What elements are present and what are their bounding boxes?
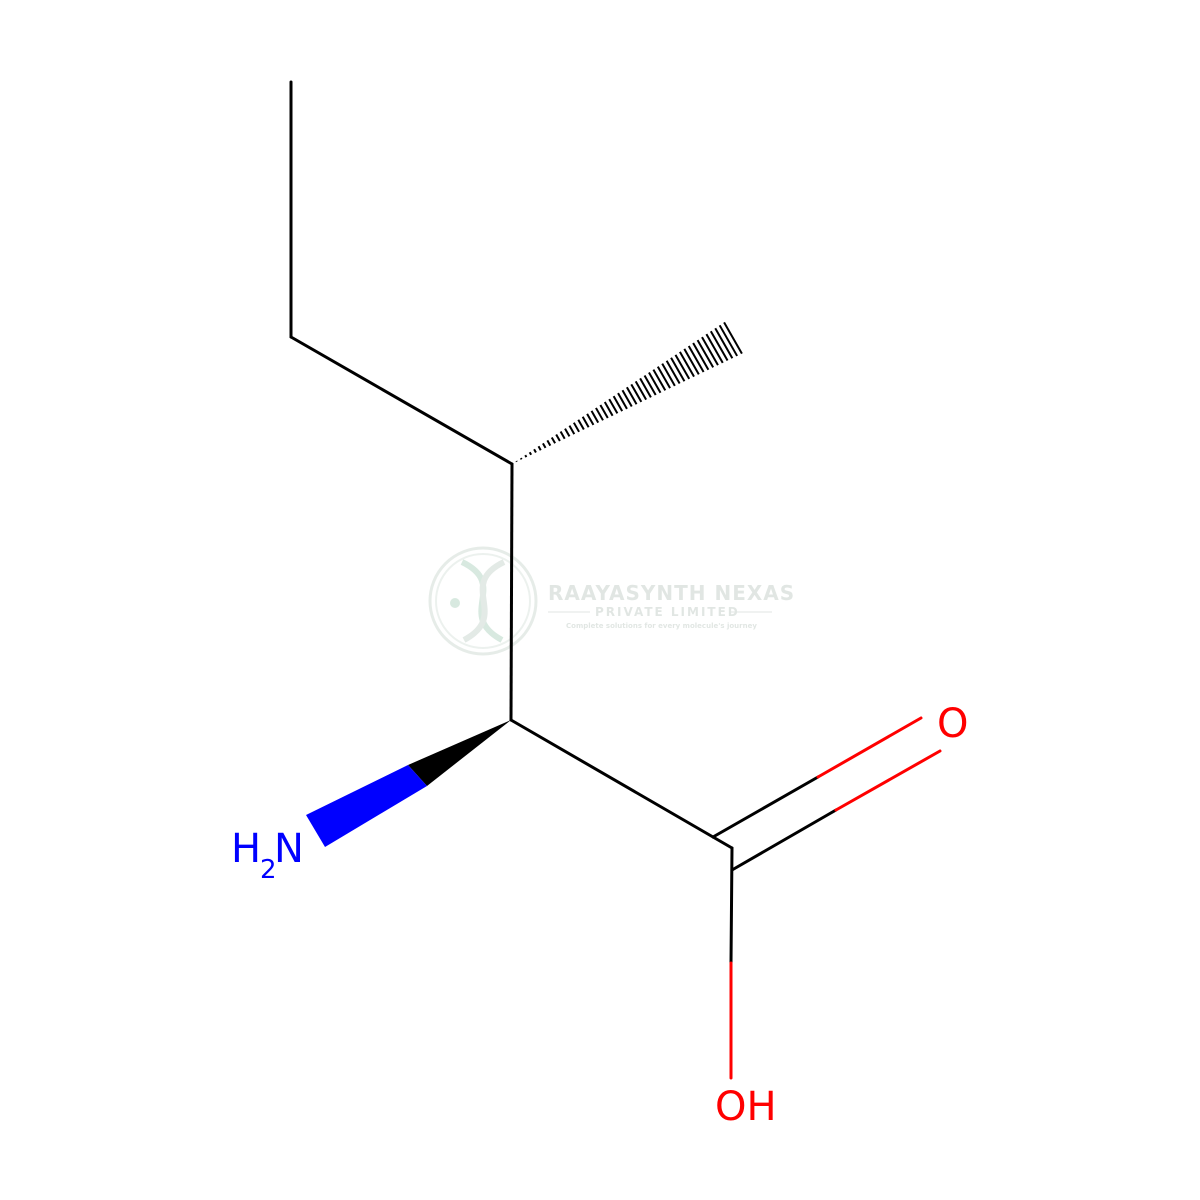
- hash-line: [577, 419, 585, 431]
- bond-c1-o-carbonyl-a-black: [711, 775, 820, 839]
- hash-line: [595, 407, 604, 421]
- hash-line: [656, 366, 671, 389]
- hash-line: [555, 433, 561, 442]
- hash-line: [621, 389, 633, 408]
- hash-line: [705, 333, 724, 364]
- bonds: [289, 80, 838, 965]
- hash-line: [528, 451, 533, 456]
- hash-line: [661, 363, 676, 387]
- hashed-wedge-methyl: [515, 321, 743, 463]
- hash-line: [674, 354, 691, 380]
- hash-line: [687, 345, 705, 373]
- bond-c1-o-carbonyl-a-red: [816, 716, 923, 779]
- hash-line: [665, 360, 681, 385]
- hash-line: [617, 392, 628, 410]
- solid-wedge-amine: [306, 720, 511, 847]
- hash-line: [564, 428, 571, 437]
- hash-line: [630, 383, 643, 403]
- bond-c1-o-hydroxyl-upper: [729, 846, 734, 965]
- hash-line: [519, 457, 523, 460]
- hash-line: [652, 369, 667, 391]
- hash-line: [550, 436, 556, 444]
- hash-line: [696, 339, 715, 368]
- amine-h-count: 2: [260, 855, 277, 885]
- hash-line: [546, 439, 552, 447]
- hash-line: [586, 413, 595, 426]
- hash-line: [581, 416, 590, 428]
- amine-n: N: [274, 826, 304, 872]
- hash-line: [723, 321, 743, 355]
- hash-line: [559, 431, 566, 440]
- atom-hydroxyl-label: OH: [715, 1084, 777, 1130]
- hash-line: [639, 377, 652, 398]
- hash-line: [603, 401, 614, 417]
- wedge-blue-part: [306, 765, 427, 847]
- hash-line: [683, 348, 700, 375]
- hash-line: [634, 380, 647, 401]
- hash-line: [701, 336, 719, 366]
- hash-line: [590, 410, 600, 424]
- bond-c2-c1: [509, 718, 734, 850]
- bond-c4-c3: [289, 335, 514, 466]
- atom-carbonyl-oxygen-label: O: [937, 701, 968, 747]
- hash-line: [626, 386, 638, 405]
- hash-line: [692, 342, 710, 371]
- hash-line: [542, 442, 547, 449]
- hash-line: [670, 357, 686, 382]
- hash-line: [718, 324, 738, 357]
- bond-c3-c2: [509, 462, 514, 722]
- hash-line: [572, 422, 580, 433]
- hash-line: [568, 425, 576, 435]
- watermark-company: RAAYASYNTH NEXAS: [548, 581, 795, 605]
- hash-line: [533, 448, 537, 453]
- hash-line: [648, 372, 662, 394]
- hash-line: [709, 330, 729, 362]
- hash-line: [599, 404, 609, 419]
- dna-helix-icon: [428, 546, 538, 656]
- hash-line: [679, 351, 695, 378]
- watermark-subtitle: PRIVATE LIMITED: [595, 605, 740, 619]
- watermark: RAAYASYNTH NEXAS PRIVATE LIMITED Complet…: [428, 546, 795, 656]
- hash-line: [524, 454, 528, 458]
- hash-line: [608, 398, 619, 414]
- wedge-black-part: [408, 720, 511, 786]
- bond-c1-o-carbonyl-b-black: [730, 808, 838, 872]
- hash-line: [714, 327, 734, 359]
- amine-h: H: [231, 826, 261, 872]
- atom-amine-label: H 2 N: [231, 826, 304, 885]
- hash-line: [537, 445, 542, 451]
- hash-line: [643, 374, 657, 396]
- hetero-bonds: [729, 716, 942, 1080]
- hash-line: [612, 395, 624, 412]
- bond-c1-o-carbonyl-b-red: [834, 749, 942, 812]
- watermark-tagline: Complete solutions for every molecule's …: [566, 622, 757, 630]
